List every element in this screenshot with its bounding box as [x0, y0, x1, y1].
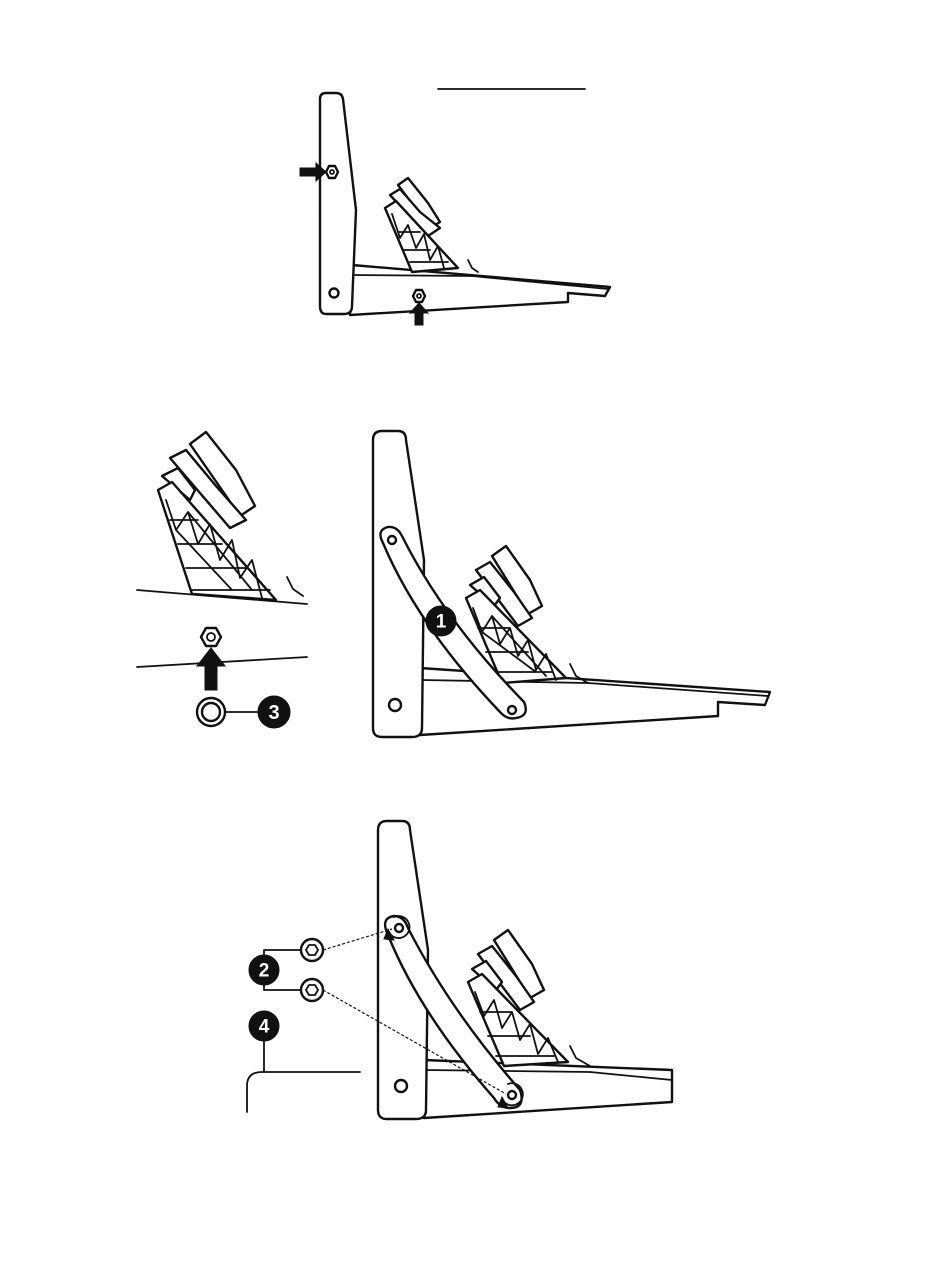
bracket-hole-3	[395, 1080, 407, 1092]
pedal-top	[385, 178, 458, 272]
callout-4-label: 4	[259, 1017, 270, 1038]
panel-1-overview	[300, 89, 610, 325]
bracket-hole	[330, 289, 339, 298]
panel-3-screw-assembly: 2 4	[247, 821, 672, 1119]
panel-2-bracket-assembly: 1	[373, 431, 770, 737]
callout-3-badge: 3	[258, 696, 290, 728]
callout-1-label: 1	[436, 612, 447, 633]
callout-4-badge: 4	[249, 1011, 279, 1041]
callout-2-label: 2	[259, 961, 270, 982]
callout-3-label: 3	[268, 702, 279, 724]
callout-2-badge: 2	[249, 955, 279, 985]
panel-2-detail: 3	[137, 432, 307, 728]
side-bracket	[320, 93, 356, 314]
washer	[197, 698, 225, 726]
arrow-nut-side	[300, 163, 338, 181]
screw-head-2	[301, 979, 323, 1001]
allen-key	[247, 1072, 360, 1112]
callout-1-badge: 1	[426, 606, 456, 636]
base-plate-3	[424, 1060, 672, 1118]
pedal-detail	[158, 432, 276, 600]
base-plate	[350, 265, 610, 315]
bracket-hole-2	[389, 699, 401, 711]
arrow-nut-detail	[197, 628, 225, 690]
screw-head-1	[301, 939, 323, 961]
